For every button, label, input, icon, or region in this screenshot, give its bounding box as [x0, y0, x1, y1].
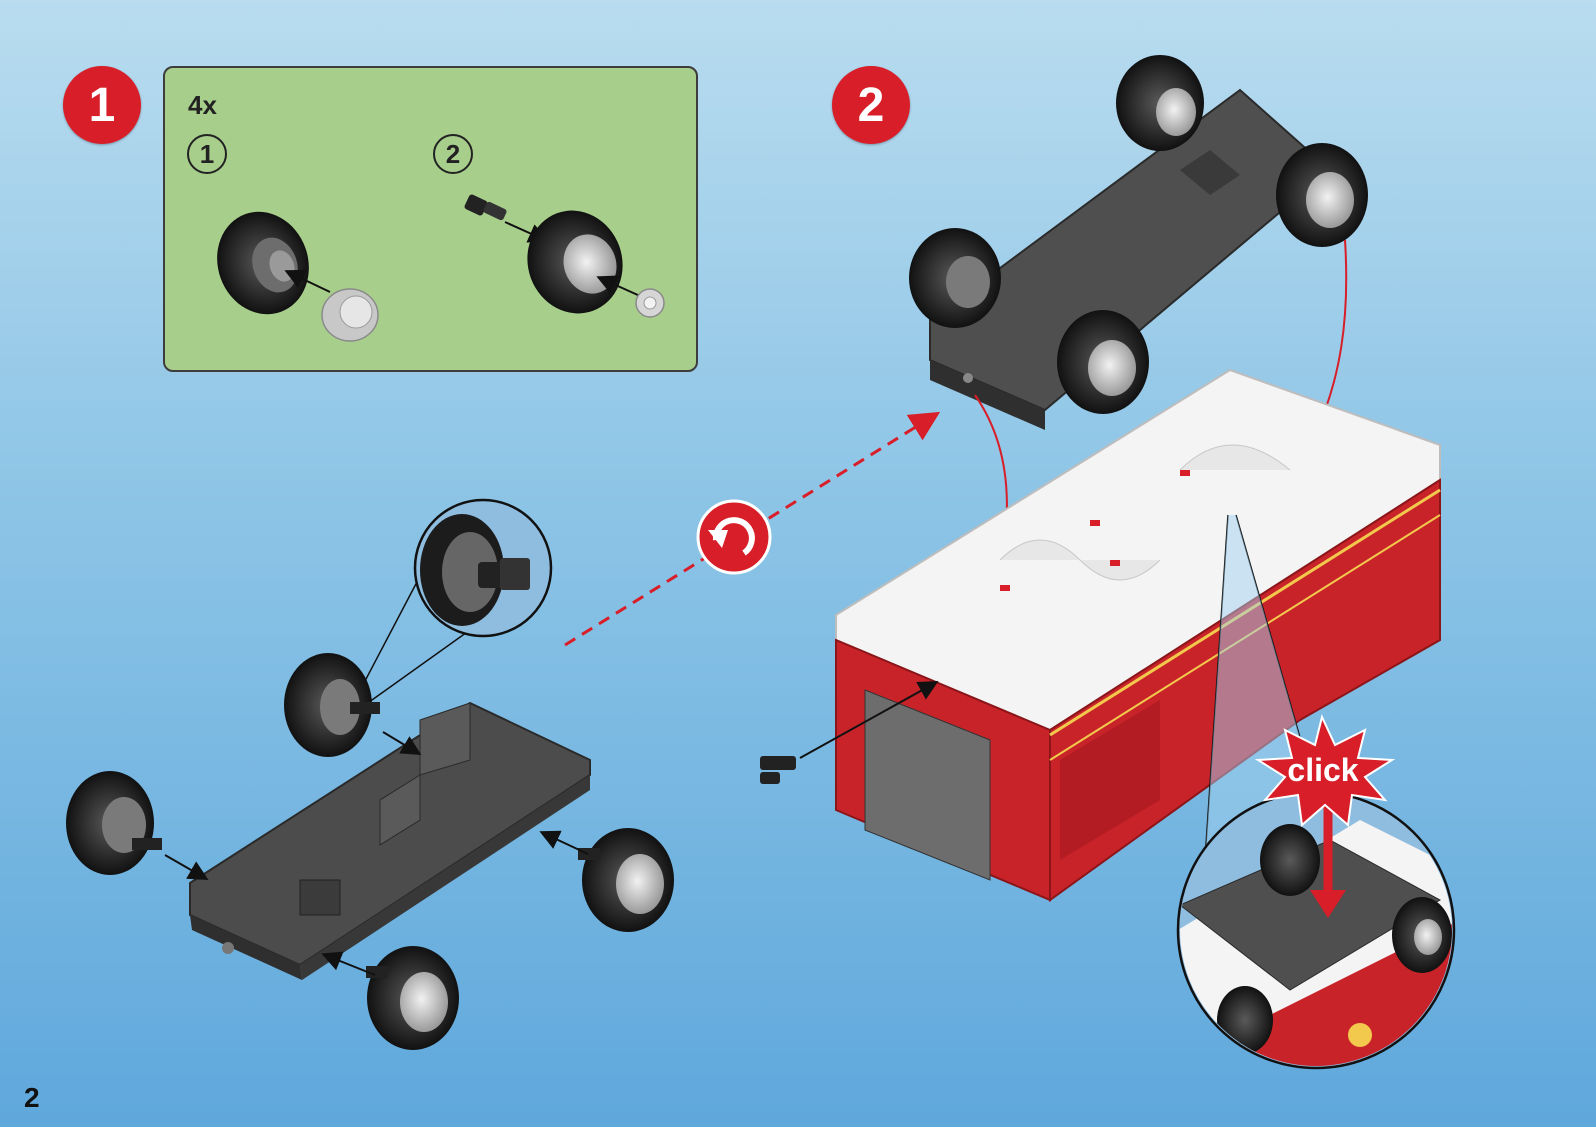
chassis-wheel-front-left: [66, 771, 162, 875]
click-label: click: [1287, 752, 1358, 788]
wheel-arrow-2: [165, 855, 205, 878]
chassis-top-wheel-4: [1057, 310, 1149, 414]
chassis-wheel-rear-left: [284, 653, 380, 757]
wheel-arrow-4: [325, 955, 375, 975]
hub-insert-part: [322, 289, 378, 341]
axle-detail-zoom: [355, 500, 551, 705]
axle-pin-part: [464, 194, 508, 222]
chassis-top-wheel-3: [909, 228, 1001, 328]
rotate-icon: [698, 501, 770, 573]
chassis-bottom: [190, 703, 590, 980]
page-number: 2: [24, 1082, 40, 1114]
chassis-top-wheel-2: [1276, 143, 1368, 247]
small-connector-part: [760, 756, 796, 784]
wheel-arrow-3: [543, 833, 588, 854]
chassis-wheel-front-right: [578, 828, 674, 932]
hubcap-part: [636, 289, 664, 317]
click-detail-zoom: [1178, 792, 1460, 1080]
chassis-top-wheel-1: [1116, 55, 1204, 151]
step1-wheel-b: [513, 197, 637, 327]
chassis-wheel-rear-right: [366, 946, 459, 1050]
step1-wheel-a: [203, 199, 323, 328]
